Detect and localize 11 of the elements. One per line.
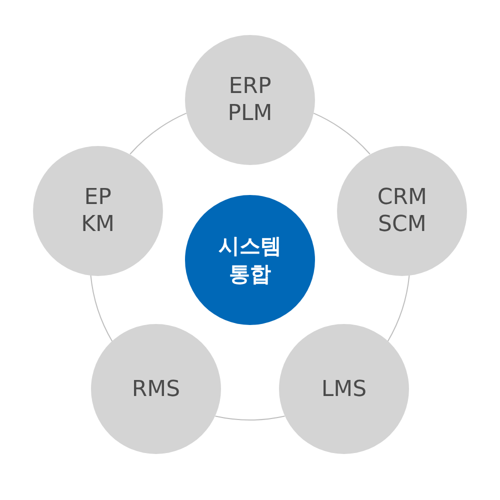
module-circle: RMS	[90, 324, 221, 454]
connector-arc	[130, 112, 187, 155]
connector-arc	[214, 416, 286, 420]
connector-arc	[313, 112, 370, 155]
hub-circle: 시스템 통합	[185, 195, 315, 325]
connector-arc	[387, 274, 410, 342]
module-circle: ERP PLM	[185, 35, 315, 165]
module-circle: LMS	[279, 324, 410, 454]
module-circle: EP KM	[32, 146, 163, 276]
module-circle: CRM SCM	[337, 146, 468, 276]
connector-arc	[90, 274, 113, 342]
